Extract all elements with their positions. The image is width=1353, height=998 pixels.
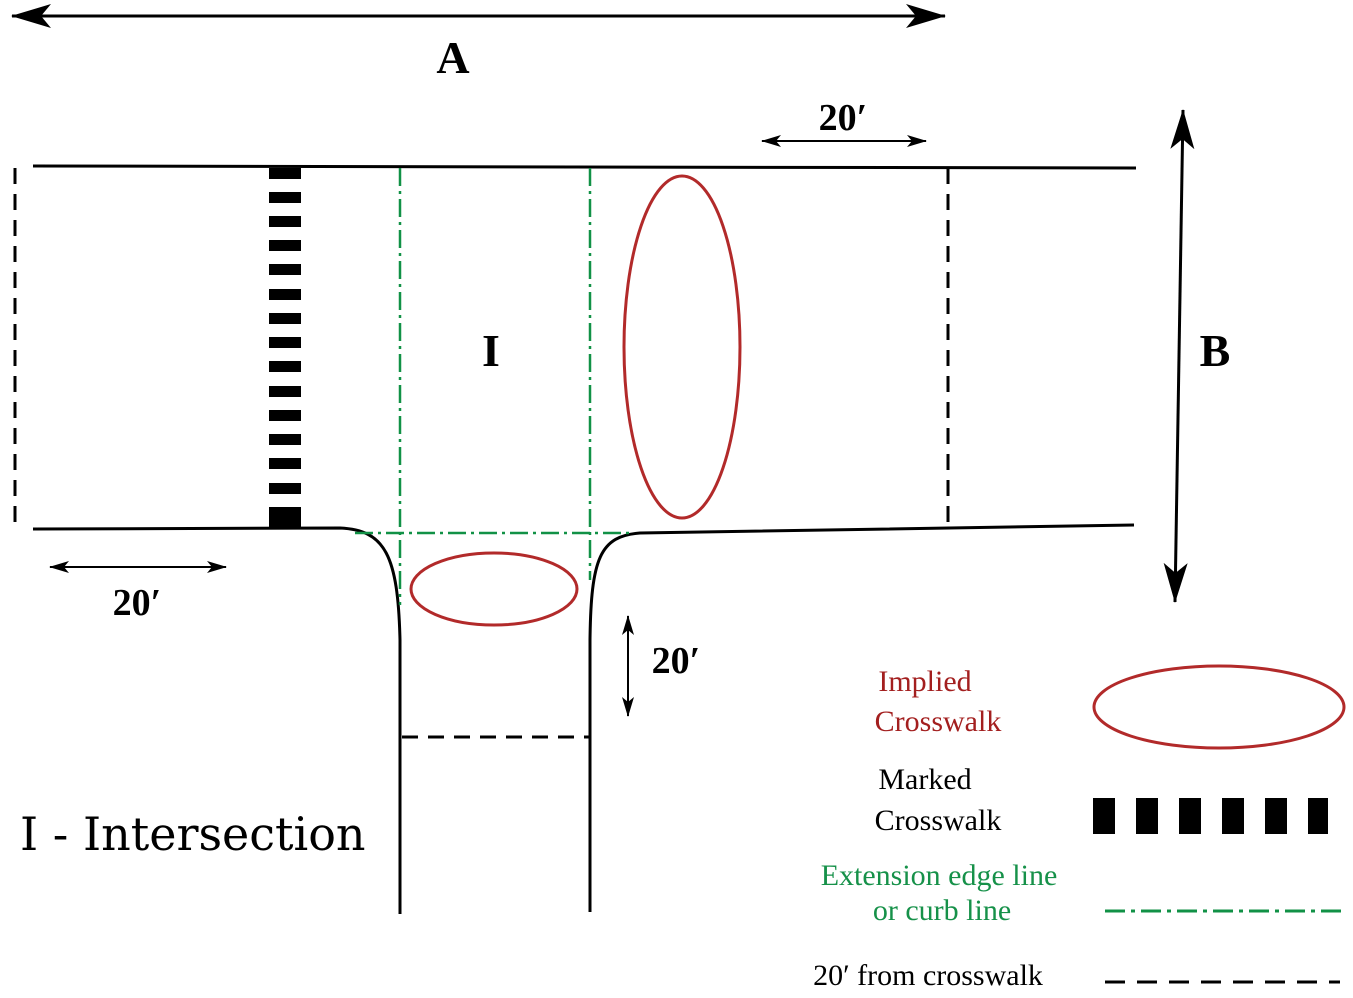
- legend-implied-label-1: Implied: [878, 665, 971, 698]
- dimension-a-label: A: [436, 32, 469, 83]
- legend-marked-label-1: Marked: [878, 763, 971, 796]
- dimension-b-arrow: [1163, 109, 1195, 603]
- implied-crosswalk-major: [622, 174, 742, 520]
- legend-marked-label-2: Crosswalk: [875, 804, 1002, 837]
- implied-crosswalk-minor: [409, 551, 579, 627]
- minor-20ft-label: 20′: [652, 640, 701, 682]
- dimension-b-label: B: [1200, 325, 1231, 376]
- major-road-bottom-edge-right: [588, 523, 1135, 690]
- intersection-marker: I: [482, 325, 500, 376]
- legend-implied-label-2: Crosswalk: [875, 705, 1002, 738]
- top-20ft-label: 20′: [819, 97, 868, 139]
- legend-extension-label-2: or curb line: [873, 894, 1011, 927]
- left-20ft-label: 20′: [113, 582, 162, 624]
- legend: Implied Crosswalk Marked Crosswalk Exten…: [813, 664, 1346, 992]
- major-road-top-edge: [32, 164, 1137, 170]
- legend-marked-symbol: [1093, 798, 1328, 834]
- intersection-caption: I - Intersection: [20, 807, 366, 861]
- major-road-bottom-edge-left: [32, 526, 402, 690]
- legend-implied-symbol: [1092, 664, 1346, 750]
- marked-crosswalk: [269, 168, 301, 527]
- legend-extension-label-1: Extension edge line: [821, 859, 1058, 892]
- extension-edge-lines: [355, 168, 630, 605]
- legend-twenty-ft-label: 20′ from crosswalk: [813, 959, 1043, 992]
